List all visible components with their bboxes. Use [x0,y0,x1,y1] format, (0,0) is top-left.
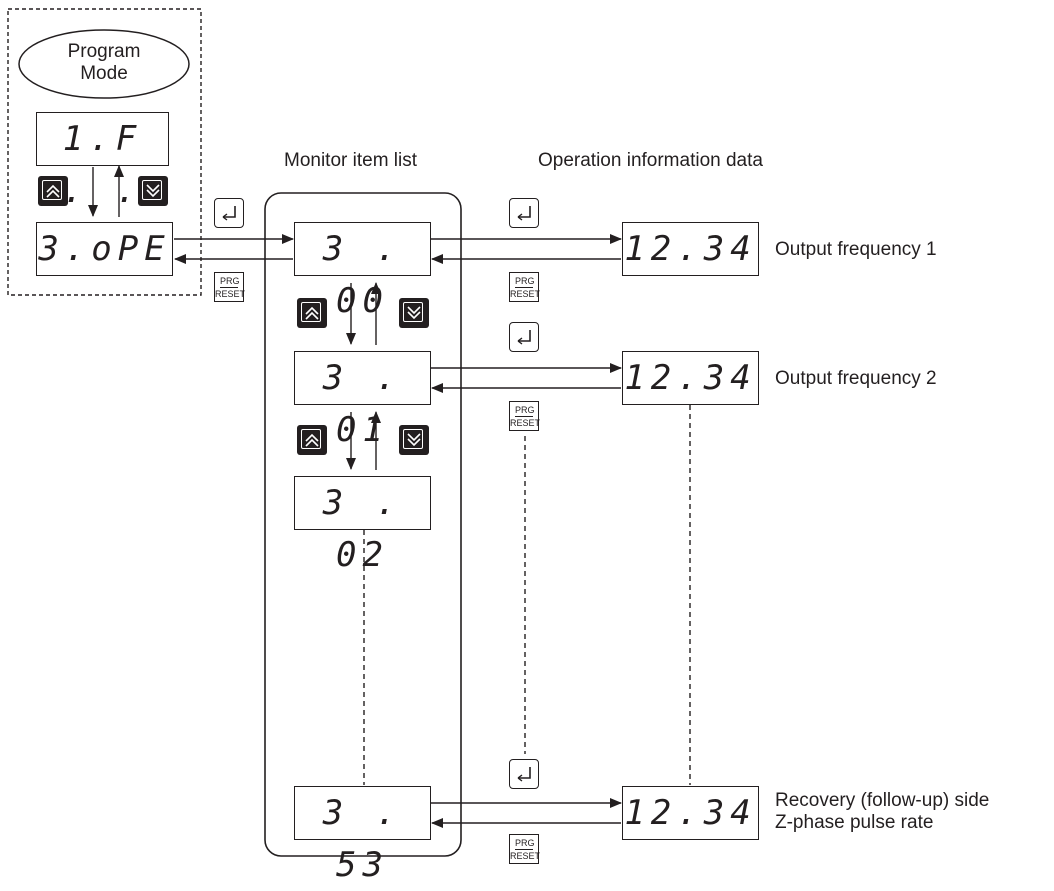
prg-label: PRG [515,405,535,417]
display-3ope: 3.oPE [36,222,173,276]
operation-value-1: 12.34 [622,222,759,276]
prg-reset-key[interactable]: PRG RESET [509,834,541,864]
up-key-icon[interactable] [297,298,327,328]
program-mode-label: Program Mode [56,41,152,85]
operation-value-3: 12.34 [622,786,759,840]
operation-value-3-text: 12.34 [624,793,757,833]
monitor-item-301: 3 . 01 [294,351,431,450]
monitor-item-302-text: 3 . 02 [322,483,403,575]
operation-data-header: Operation information data [538,150,763,171]
down-key-icon[interactable] [399,425,429,455]
operation-label-3-line2: Z-phase pulse rate [775,812,934,833]
display-1f: 1.F . . [36,112,169,211]
prg-reset-key[interactable]: PRG RESET [214,272,246,302]
enter-key-icon[interactable] [509,759,539,789]
up-key-icon[interactable] [297,425,327,455]
enter-key-icon[interactable] [509,322,539,352]
operation-label-2: Output frequency 2 [775,368,937,389]
operation-label-3-line1: Recovery (follow-up) side [775,790,990,811]
enter-key-icon[interactable] [509,198,539,228]
reset-label: RESET [215,289,246,299]
operation-value-1-text: 12.34 [624,229,757,269]
reset-label: RESET [510,289,541,299]
prg-reset-key[interactable]: PRG RESET [509,401,541,431]
monitor-item-301-text: 3 . 01 [322,358,403,450]
monitor-item-353: 3 . 53 [294,786,431,885]
display-1f-text: 1.F . . [62,119,143,211]
enter-key-icon[interactable] [214,198,244,228]
monitor-item-300: 3 . 00 [294,222,431,321]
operation-value-2-text: 12.34 [624,358,757,398]
prg-label: PRG [515,838,535,850]
operation-label-1: Output frequency 1 [775,239,937,260]
prg-reset-key[interactable]: PRG RESET [509,272,541,302]
display-3ope-text: 3.oPE [38,229,171,269]
operation-value-2: 12.34 [622,351,759,405]
up-key-icon[interactable] [38,176,68,206]
program-mode-line2: Mode [80,63,128,84]
monitor-item-302: 3 . 02 [294,476,431,575]
prg-label: PRG [220,276,240,288]
program-mode-line1: Program [67,41,141,62]
prg-label: PRG [515,276,535,288]
reset-label: RESET [510,418,541,428]
down-key-icon[interactable] [138,176,168,206]
diagram-lines [7,8,691,857]
monitor-item-353-text: 3 . 53 [322,793,403,885]
reset-label: RESET [510,851,541,861]
monitor-item-300-text: 3 . 00 [322,229,403,321]
operation-label-3: Recovery (follow-up) side Z-phase pulse … [775,790,989,834]
monitor-list-header: Monitor item list [284,150,418,171]
down-key-icon[interactable] [399,298,429,328]
